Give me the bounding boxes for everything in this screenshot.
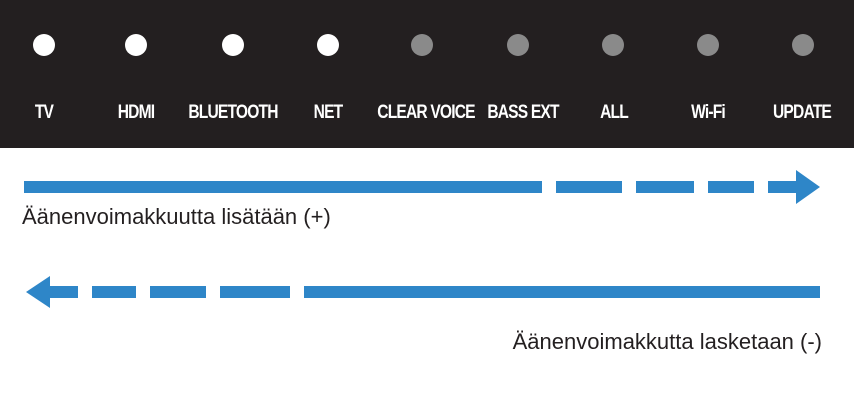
indicator-label-tv: TV bbox=[34, 102, 54, 123]
indicator-label-all: ALL bbox=[600, 102, 629, 123]
volume-up-caption: Äänenvoimakkuutta lisätään (+) bbox=[22, 204, 331, 229]
indicator-label-bass-ext: BASS EXT bbox=[487, 102, 559, 123]
led-bluetooth bbox=[222, 34, 244, 56]
indicator-label-clear-voice: CLEAR VOICE bbox=[377, 102, 475, 123]
led-clear-voice bbox=[411, 34, 433, 56]
volume-down-dash-2 bbox=[150, 286, 206, 298]
led-tv bbox=[33, 34, 55, 56]
volume-down-caption: Äänenvoimakkutta lasketaan (-) bbox=[512, 329, 822, 354]
led-update bbox=[792, 34, 814, 56]
volume-up-solid-segment bbox=[24, 181, 542, 193]
indicator-label-bluetooth: BLUETOOTH bbox=[188, 102, 278, 123]
arrow-right-icon bbox=[768, 170, 820, 204]
led-bass-ext bbox=[507, 34, 529, 56]
volume-up-dash-2 bbox=[636, 181, 694, 193]
volume-up-dash-3 bbox=[708, 181, 754, 193]
led-net bbox=[317, 34, 339, 56]
led-wifi bbox=[697, 34, 719, 56]
indicator-label-net: NET bbox=[313, 102, 344, 123]
volume-down-dash-1 bbox=[92, 286, 136, 298]
indicator-label-wifi: Wi-Fi bbox=[691, 102, 726, 123]
volume-down-dash-3 bbox=[220, 286, 290, 298]
indicator-label-update: UPDATE bbox=[773, 102, 832, 123]
arrow-left-icon bbox=[26, 276, 78, 308]
volume-down-arrow bbox=[26, 276, 820, 308]
indicator-panel: TV HDMI BLUETOOTH NET CLEAR VOICE BASS E… bbox=[0, 0, 854, 148]
volume-arrows bbox=[24, 170, 820, 308]
indicator-label-hdmi: HDMI bbox=[117, 102, 155, 123]
led-all bbox=[602, 34, 624, 56]
volume-up-dash-1 bbox=[556, 181, 622, 193]
led-hdmi bbox=[125, 34, 147, 56]
volume-down-solid-segment bbox=[304, 286, 820, 298]
volume-up-arrow bbox=[24, 170, 820, 204]
